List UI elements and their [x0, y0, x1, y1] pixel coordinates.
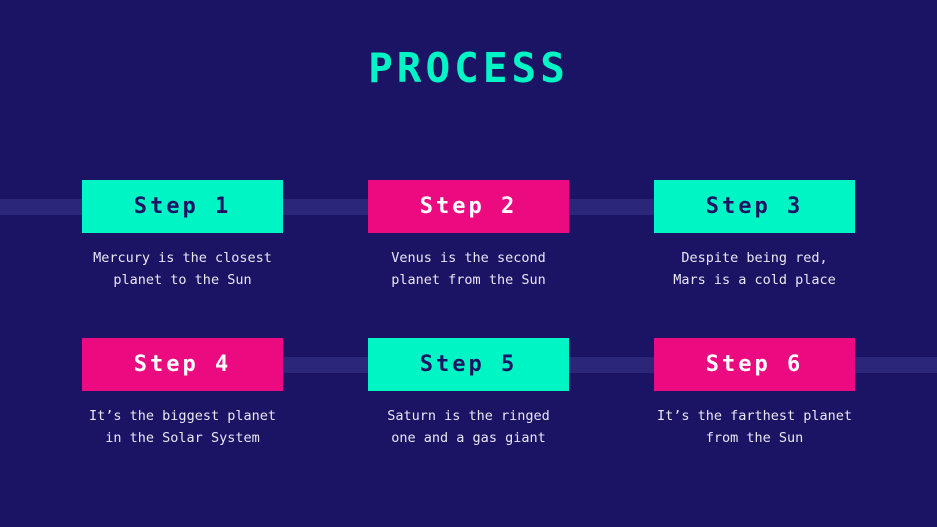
- step-label-box-5[interactable]: Step 5: [368, 338, 569, 391]
- page-title: PROCESS: [368, 44, 569, 92]
- step-label-4: Step 4: [133, 352, 232, 377]
- step-label-box-2[interactable]: Step 2: [368, 180, 569, 233]
- step-description-6: It’s the farthest planet from the Sun: [654, 405, 855, 449]
- step-description-line-1: Mercury is the closest: [93, 250, 272, 266]
- step-description-line-1: Despite being red,: [681, 250, 828, 266]
- step-description-line-2: from the Sun: [705, 430, 804, 446]
- step-description-line-2: one and a gas giant: [391, 430, 546, 446]
- step-item-4[interactable]: Step 4 It’s the biggest planet in the So…: [82, 338, 283, 449]
- step-description-line-2: planet from the Sun: [391, 272, 546, 288]
- step-label-box-3[interactable]: Step 3: [654, 180, 855, 233]
- step-description-2: Venus is the second planet from the Sun: [368, 247, 569, 291]
- step-label-box-6[interactable]: Step 6: [654, 338, 855, 391]
- step-description-1: Mercury is the closest planet to the Sun: [82, 247, 283, 291]
- step-description-5: Saturn is the ringed one and a gas giant: [368, 405, 569, 449]
- step-description-line-1: It’s the farthest planet: [656, 408, 853, 424]
- step-item-3[interactable]: Step 3 Despite being red, Mars is a cold…: [654, 180, 855, 291]
- step-label-1: Step 1: [133, 194, 232, 219]
- step-label-box-1[interactable]: Step 1: [82, 180, 283, 233]
- step-description-line-1: Saturn is the ringed: [387, 408, 550, 424]
- step-label-box-4[interactable]: Step 4: [82, 338, 283, 391]
- step-description-line-1: Venus is the second: [391, 250, 546, 266]
- step-label-3: Step 3: [705, 194, 804, 219]
- step-item-2[interactable]: Step 2 Venus is the second planet from t…: [368, 180, 569, 291]
- step-label-5: Step 5: [419, 352, 518, 377]
- step-description-line-2: Mars is a cold place: [673, 272, 836, 288]
- step-description-4: It’s the biggest planet in the Solar Sys…: [82, 405, 283, 449]
- step-description-line-1: It’s the biggest planet: [89, 408, 276, 424]
- step-item-5[interactable]: Step 5 Saturn is the ringed one and a ga…: [368, 338, 569, 449]
- step-label-6: Step 6: [705, 352, 804, 377]
- step-item-6[interactable]: Step 6 It’s the farthest planet from the…: [654, 338, 855, 449]
- step-label-2: Step 2: [419, 194, 518, 219]
- step-item-1[interactable]: Step 1 Mercury is the closest planet to …: [82, 180, 283, 291]
- step-description-3: Despite being red, Mars is a cold place: [654, 247, 855, 291]
- step-description-line-2: in the Solar System: [105, 430, 260, 446]
- step-description-line-2: planet to the Sun: [113, 272, 252, 288]
